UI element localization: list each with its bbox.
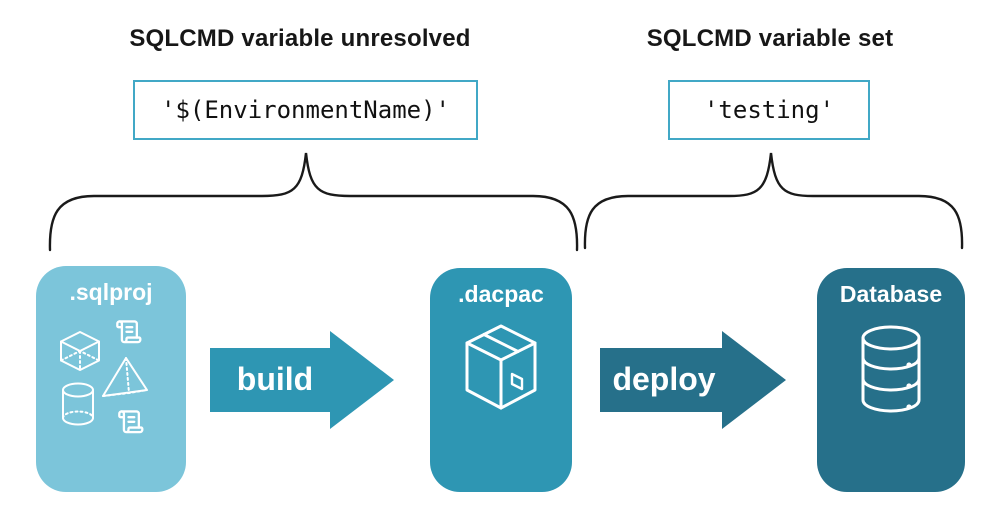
deploy-arrow-label: deploy bbox=[612, 360, 716, 397]
build-arrow-label: build bbox=[236, 360, 314, 397]
package-box-icon bbox=[465, 324, 537, 410]
node-database-label: Database bbox=[839, 281, 943, 307]
value-box-set: 'testing' bbox=[668, 80, 870, 140]
node-database: Database bbox=[817, 268, 965, 492]
heading-variable-unresolved: SQLCMD variable unresolved bbox=[129, 25, 471, 52]
scroll-icon bbox=[118, 410, 144, 434]
node-sqlproj: .sqlproj bbox=[36, 266, 186, 492]
pyramid-icon bbox=[102, 357, 148, 397]
heading-variable-set: SQLCMD variable set bbox=[646, 25, 894, 52]
database-cylinder-icon bbox=[861, 325, 921, 413]
value-box-unresolved: '$(EnvironmentName)' bbox=[133, 80, 478, 140]
sql-objects-icon-group bbox=[60, 320, 148, 434]
node-sqlproj-label: .sqlproj bbox=[69, 279, 153, 305]
cylinder-icon bbox=[62, 382, 94, 426]
node-dacpac: .dacpac bbox=[430, 268, 572, 492]
left-brace-icon bbox=[48, 152, 579, 252]
sqlcmd-variable-value-text: 'testing' bbox=[703, 96, 835, 124]
scroll-icon bbox=[116, 320, 142, 344]
sqlcmd-variable-placeholder-text: '$(EnvironmentName)' bbox=[161, 96, 450, 124]
cube-icon bbox=[60, 331, 100, 371]
right-brace-icon bbox=[583, 152, 964, 250]
node-dacpac-label: .dacpac bbox=[458, 281, 544, 307]
